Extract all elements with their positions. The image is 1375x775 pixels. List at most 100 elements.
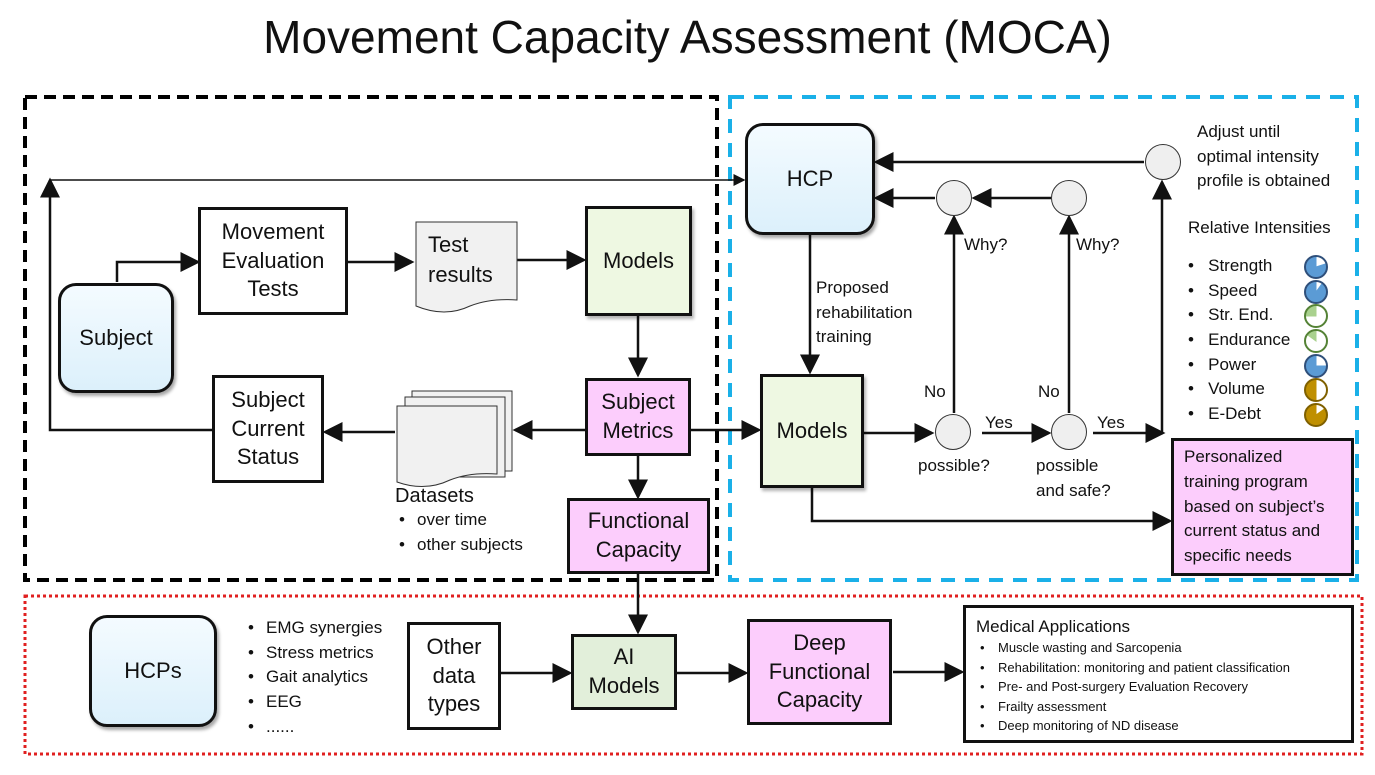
intensity-label: • Endurance (1188, 330, 1291, 350)
intensity-label: • Power (1188, 354, 1257, 374)
medical-item: Deep monitoring of ND disease (976, 716, 1290, 736)
node-line: Tests (247, 276, 299, 302)
intensity-label: • Str. End. (1188, 305, 1274, 325)
medical-item: Frailty assessment (976, 697, 1290, 717)
data-type-item: EMG synergies (244, 616, 382, 641)
label-line: and safe? (1036, 480, 1111, 500)
why2-label: Why? (1076, 235, 1120, 254)
hcps-node[interactable]: HCPs (89, 615, 217, 727)
models-node-right[interactable]: Models (760, 374, 864, 488)
node-line: Evaluation (221, 247, 325, 273)
node-line: AI (613, 644, 635, 670)
intensity-row: • Str. End. (1182, 303, 1332, 329)
node-line: Test (428, 232, 469, 257)
node-line: Subject (601, 389, 675, 415)
label-line: optimal intensity (1197, 146, 1319, 166)
subject-node[interactable]: Subject (58, 283, 174, 393)
node-line: Current (231, 415, 305, 441)
medical-applications-node[interactable]: Medical Applications Muscle wasting and … (963, 605, 1354, 743)
subject-status-node[interactable]: Subject Current Status (212, 375, 324, 483)
intensity-label: • Speed (1188, 280, 1258, 300)
functional-capacity-node[interactable]: Functional Capacity (567, 498, 710, 574)
test-results-label: Test results (428, 230, 493, 289)
possible-node[interactable] (935, 414, 971, 450)
adjust-node[interactable] (1145, 144, 1181, 180)
node-line: Capacity (776, 687, 863, 713)
left-panel-border (23, 95, 719, 582)
personalized-node[interactable]: Personalized training program based on s… (1171, 438, 1354, 576)
arrow-models-to-personalized (810, 487, 1173, 531)
medical-item: Pre- and Post-surgery Evaluation Recover… (976, 677, 1290, 697)
intensity-row: • Endurance (1182, 328, 1332, 354)
label-line: Proposed (816, 278, 889, 297)
node-line: types (427, 691, 481, 717)
node-line: Models (588, 673, 660, 698)
yes2-label: Yes (1097, 413, 1125, 432)
node-line: Movement (221, 219, 325, 245)
medical-item: Muscle wasting and Sarcopenia (976, 638, 1290, 658)
models-node-left[interactable]: Models (585, 206, 692, 316)
movement-tests-node[interactable]: Movement Evaluation Tests (198, 207, 348, 315)
intensity-row: • Strength (1182, 254, 1332, 279)
medical-item: Rehabilitation: monitoring and patient c… (976, 658, 1290, 678)
data-types-list: EMG synergies Stress metrics Gait analyt… (244, 616, 382, 739)
pie-slice (1304, 378, 1317, 402)
other-data-types-node[interactable]: Other data types (407, 622, 501, 730)
deep-functional-capacity-node[interactable]: Deep Functional Capacity (747, 619, 892, 725)
datasets-item: other subjects (395, 533, 523, 558)
intensities-title: Relative Intensities (1188, 218, 1331, 237)
why2-node[interactable] (1051, 180, 1087, 216)
data-type-item: ...... (244, 715, 382, 740)
node-line: Functional (768, 658, 871, 684)
hcp-node[interactable]: HCP (745, 123, 875, 235)
datasets-caption: Datasets over time other subjects (395, 485, 523, 557)
data-type-item: Stress metrics (244, 641, 382, 666)
adjust-label: Adjust until optimal intensity profile i… (1197, 120, 1330, 194)
why1-node[interactable] (936, 180, 972, 216)
intensity-pie-icon (1304, 279, 1328, 304)
intensity-pie-icon (1304, 378, 1328, 403)
no2-label: No (1038, 382, 1060, 401)
possible-label: possible? (918, 456, 990, 475)
subject-metrics-node[interactable]: Subject Metrics (585, 378, 691, 456)
node-line: Status (236, 444, 300, 470)
possible-safe-label: possible and safe? (1036, 454, 1111, 503)
data-type-item: Gait analytics (244, 665, 382, 690)
intensity-label: • Strength (1188, 256, 1273, 275)
intensity-row: • Speed (1182, 279, 1332, 304)
node-line: Functional (587, 508, 690, 534)
label-line: possible (1036, 456, 1099, 475)
label-line: training (816, 327, 872, 347)
hcps-label: HCPs (124, 657, 182, 683)
node-line: Subject (231, 387, 305, 413)
intensity-label: • E-Debt (1188, 404, 1262, 424)
node-line: Deep (793, 630, 846, 656)
ai-models-node[interactable]: AI Models (571, 634, 677, 710)
medical-title: Medical Applications (976, 617, 1131, 636)
intensity-row: • E-Debt (1182, 402, 1332, 428)
node-line: results (428, 261, 493, 287)
label-line: rehabilitation (816, 302, 913, 322)
models-label: Models (776, 417, 848, 443)
intensity-label: • Volume (1188, 379, 1265, 399)
possible-safe-node[interactable] (1051, 414, 1087, 450)
page-title: Movement Capacity Assessment (MOCA) (263, 11, 1112, 63)
node-line: Metrics (602, 418, 674, 443)
node-line: Personalized (1184, 447, 1283, 467)
node-line: based on subject’s (1184, 496, 1325, 516)
node-line: training program (1184, 472, 1308, 492)
label-line: Adjust until (1197, 122, 1281, 141)
intensity-pie-icon (1304, 353, 1328, 378)
arrow-subject-to-tests (115, 252, 201, 282)
node-line: data (432, 662, 476, 688)
intensity-row: • Power (1182, 353, 1332, 378)
datasets-doc-icon (396, 390, 513, 487)
yes1-label: Yes (985, 413, 1013, 432)
node-line: current status and (1184, 521, 1321, 541)
test-results-doc-icon (415, 221, 518, 313)
datasets-item: over time (395, 508, 523, 533)
intensity-pie-icon (1304, 255, 1328, 279)
why1-label: Why? (964, 235, 1008, 254)
label-line: profile is obtained (1197, 171, 1331, 191)
